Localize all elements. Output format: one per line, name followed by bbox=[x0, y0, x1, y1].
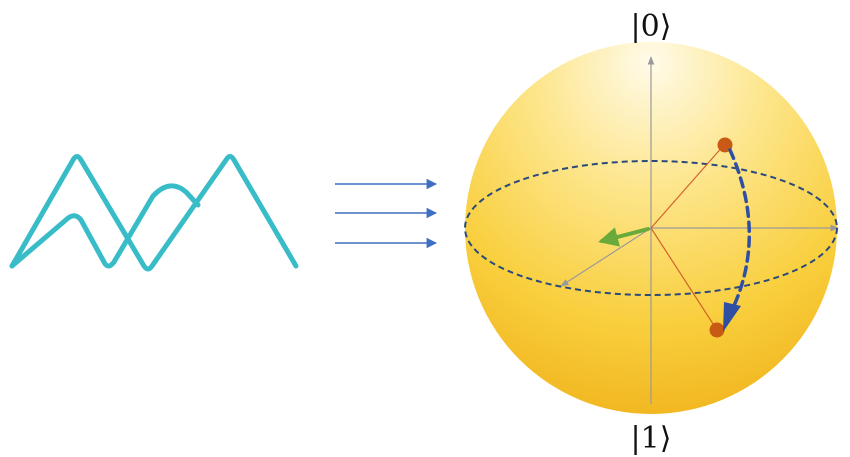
ket-zero-label: |0⟩ bbox=[631, 9, 672, 44]
state-vector-bottom bbox=[650, 227, 718, 331]
transition-arrow bbox=[725, 148, 751, 322]
transition-arrowhead-icon bbox=[723, 302, 741, 332]
ket-one-label: |1⟩ bbox=[631, 421, 672, 456]
rotation-axis-vector bbox=[598, 227, 650, 247]
state-vector-top bbox=[650, 144, 725, 229]
drive-arrows bbox=[335, 178, 438, 249]
bloch-sphere bbox=[464, 42, 839, 414]
microwave-pulse-icon bbox=[9, 154, 299, 272]
state-point-top bbox=[717, 137, 733, 153]
equator-ellipse bbox=[464, 160, 838, 296]
state-point-bottom bbox=[709, 322, 725, 338]
x-axis bbox=[560, 227, 652, 287]
